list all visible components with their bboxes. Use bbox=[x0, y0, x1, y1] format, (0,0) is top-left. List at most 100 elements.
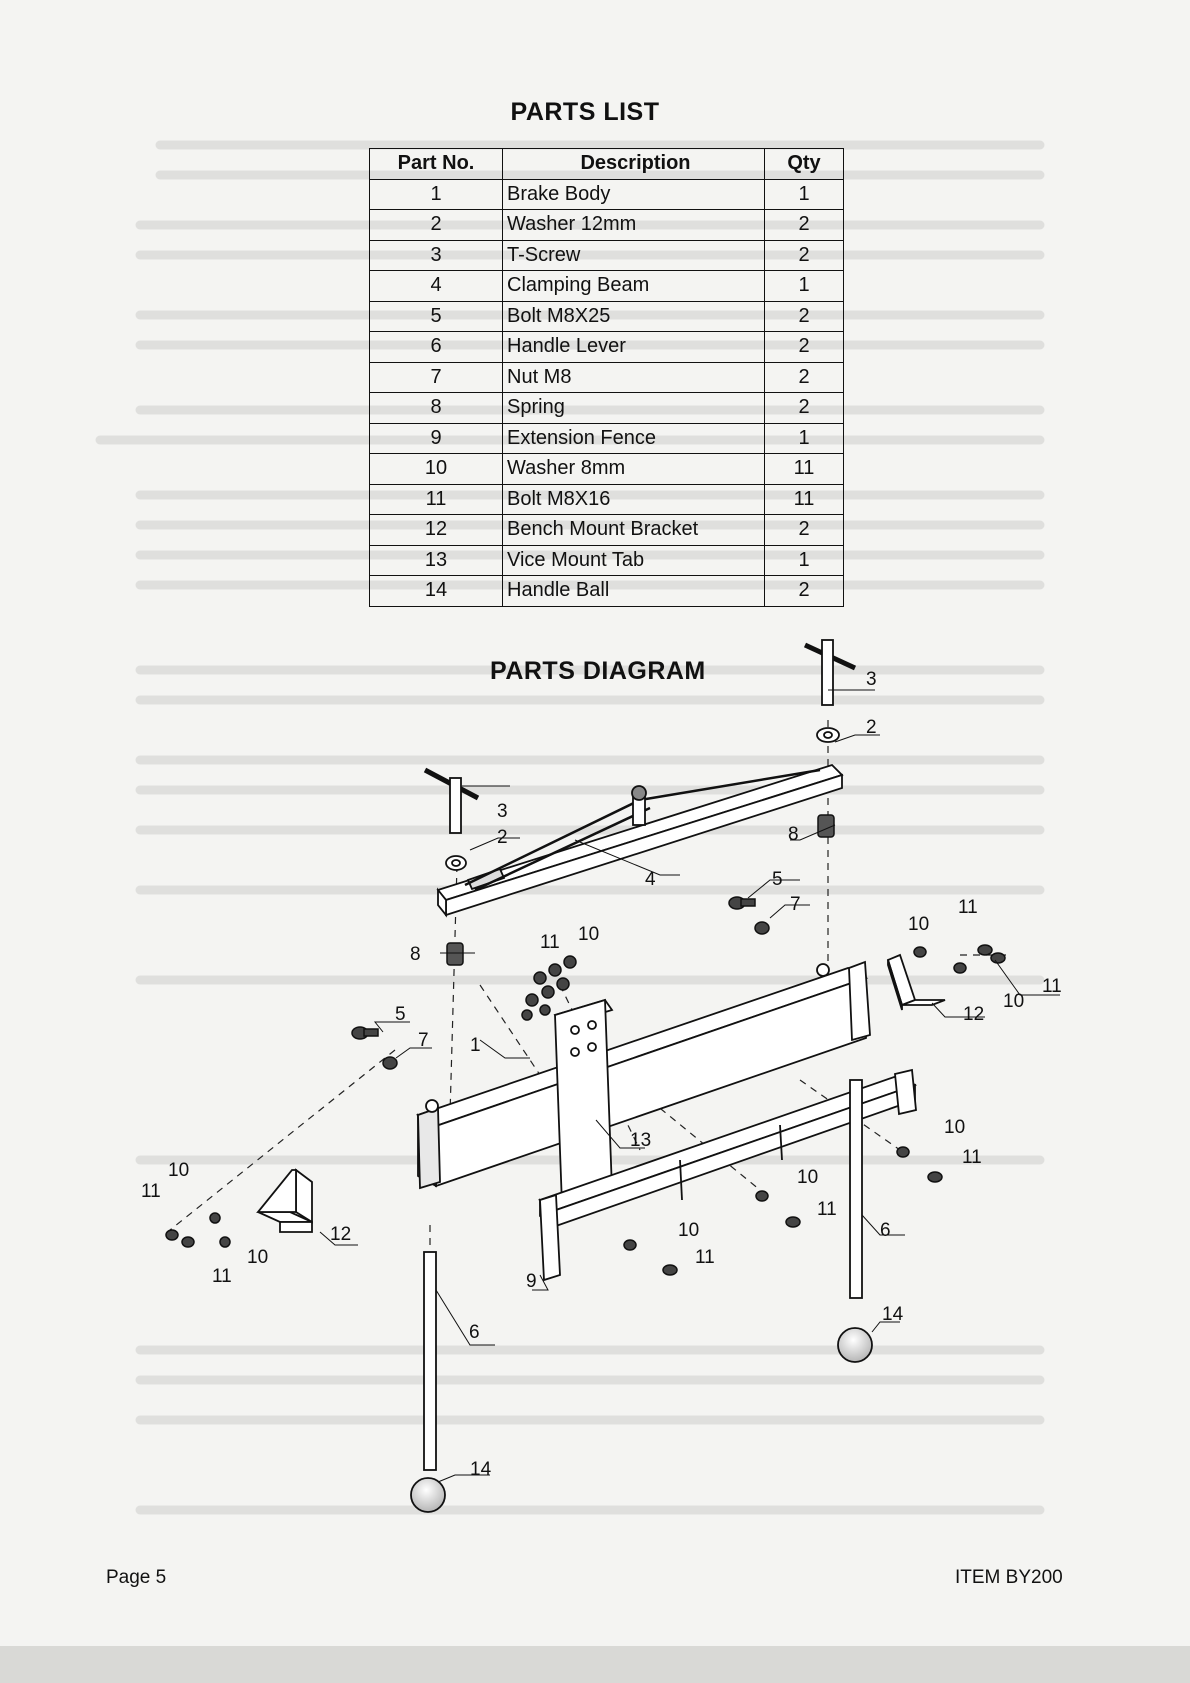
callout-label: 10 bbox=[168, 1160, 189, 1181]
part-description: Extension Fence bbox=[502, 422, 765, 454]
washer-12mm bbox=[445, 727, 840, 871]
part-number: 14 bbox=[369, 575, 503, 607]
part-number: 13 bbox=[369, 544, 503, 576]
callout-label: 2 bbox=[866, 717, 877, 738]
callout-label: 14 bbox=[882, 1304, 904, 1325]
handle-lever-left bbox=[423, 1251, 437, 1471]
parts-list-title: PARTS LIST bbox=[510, 98, 660, 126]
bench-mount-bracket-left bbox=[256, 1168, 313, 1233]
table-header-row: Part No. Description Qty bbox=[369, 148, 844, 180]
callout-label: 11 bbox=[695, 1247, 715, 1268]
callout-label: 11 bbox=[540, 932, 560, 953]
column-header-qty: Qty bbox=[764, 148, 844, 180]
callout-label: 10 bbox=[247, 1247, 268, 1268]
parts-diagram-title: PARTS DIAGRAM bbox=[490, 657, 706, 685]
callout-label: 10 bbox=[797, 1167, 818, 1188]
callout-label: 14 bbox=[470, 1459, 492, 1480]
hardware-fasteners bbox=[165, 896, 1006, 1276]
part-qty: 1 bbox=[764, 178, 844, 210]
part-qty: 11 bbox=[764, 483, 844, 515]
callout-label: 4 bbox=[645, 869, 656, 890]
part-qty: 1 bbox=[764, 270, 844, 302]
part-description: Spring bbox=[502, 392, 765, 424]
vice-mount-tab bbox=[553, 998, 614, 1207]
part-description: Handle Ball bbox=[502, 575, 765, 607]
part-description: Vice Mount Tab bbox=[502, 544, 765, 576]
item-code: ITEM BY200 bbox=[955, 1567, 1063, 1588]
part-qty: 1 bbox=[764, 422, 844, 454]
callout-label: 2 bbox=[497, 827, 508, 848]
callout-label: 8 bbox=[410, 944, 421, 965]
callout-label: 1 bbox=[470, 1035, 481, 1056]
callout-label: 11 bbox=[958, 897, 978, 918]
callout-label: 6 bbox=[880, 1220, 891, 1241]
t-screw-right bbox=[803, 639, 857, 706]
part-qty: 2 bbox=[764, 575, 844, 607]
part-description: Handle Lever bbox=[502, 331, 765, 363]
callout-label: 10 bbox=[944, 1117, 965, 1138]
part-description: T-Screw bbox=[502, 239, 765, 271]
clamping-beam bbox=[436, 763, 844, 918]
scan-edge bbox=[0, 1646, 1190, 1683]
part-qty: 2 bbox=[764, 300, 844, 332]
callout-label: 13 bbox=[630, 1130, 651, 1151]
callout-label: 7 bbox=[418, 1030, 429, 1051]
part-qty: 2 bbox=[764, 514, 844, 546]
part-number: 10 bbox=[369, 453, 503, 485]
part-description: Clamping Beam bbox=[502, 270, 765, 302]
callout-label: 7 bbox=[790, 894, 801, 915]
t-screw-left bbox=[423, 767, 480, 834]
callout-label: 3 bbox=[497, 801, 508, 822]
column-header-part-no: Part No. bbox=[369, 148, 503, 180]
callout-label: 11 bbox=[212, 1266, 232, 1287]
extension-fence bbox=[537, 1068, 918, 1282]
part-number: 3 bbox=[369, 239, 503, 271]
callout-label: 10 bbox=[908, 914, 929, 935]
callout-label: 12 bbox=[330, 1224, 351, 1245]
part-description: Bolt M8X16 bbox=[502, 483, 765, 515]
part-number: 5 bbox=[369, 300, 503, 332]
callout-label: 11 bbox=[962, 1147, 982, 1168]
callout-label: 12 bbox=[963, 1004, 984, 1025]
callout-label: 5 bbox=[395, 1004, 406, 1025]
handle-ball bbox=[410, 1327, 873, 1513]
part-description: Washer 12mm bbox=[502, 209, 765, 241]
callout-label: 8 bbox=[788, 824, 799, 845]
callout-label: 5 bbox=[772, 869, 783, 890]
spring bbox=[446, 814, 835, 966]
part-number: 11 bbox=[369, 483, 503, 515]
callout-label: 9 bbox=[526, 1271, 537, 1292]
callout-label: 11 bbox=[141, 1181, 161, 1202]
callout-label: 11 bbox=[817, 1199, 837, 1220]
part-qty: 2 bbox=[764, 239, 844, 271]
callout-label: 10 bbox=[1003, 991, 1024, 1012]
callout-label: 10 bbox=[578, 924, 599, 945]
callout-label: 6 bbox=[469, 1322, 480, 1343]
part-qty: 1 bbox=[764, 544, 844, 576]
column-header-description: Description bbox=[502, 148, 765, 180]
part-qty: 2 bbox=[764, 209, 844, 241]
callout-leader-lines bbox=[319, 689, 1060, 1483]
callout-label: 10 bbox=[678, 1220, 699, 1241]
callout-labels: 3 2 3 2 8 4 5 7 8 11 10 10 11 11 10 12 5… bbox=[141, 669, 1062, 1480]
callout-label: 11 bbox=[1042, 976, 1062, 997]
callout-label: 3 bbox=[866, 669, 877, 690]
handle-lever-right bbox=[849, 1079, 863, 1299]
bench-mount-bracket-right bbox=[886, 953, 946, 1011]
page-number: Page 5 bbox=[106, 1567, 167, 1588]
brake-body bbox=[415, 960, 871, 1190]
